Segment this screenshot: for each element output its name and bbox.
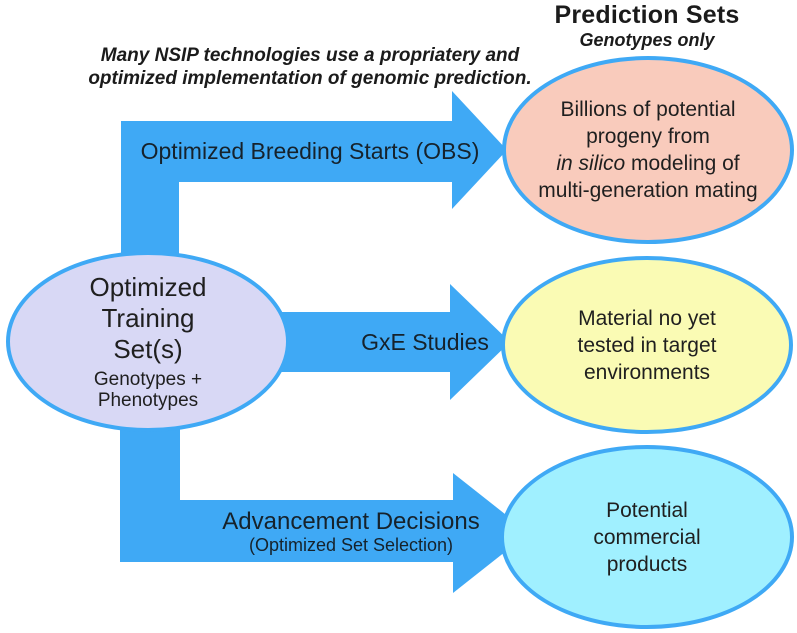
advancement-arrow-bar <box>120 500 453 562</box>
gxe-line: tested in target <box>577 333 717 357</box>
commercial-prediction-ellipse: Potential commercial products <box>500 445 794 629</box>
nsip-note-line-1: Many NSIP technologies use a propriatery… <box>100 45 520 66</box>
obs-arrowhead-icon <box>452 91 507 209</box>
gxe-arrow-bar <box>272 312 450 372</box>
training-set-line: Training <box>101 303 195 333</box>
insilico-prediction-ellipse: Billions of potential progeny from in si… <box>502 56 794 244</box>
training-set-line: Set(s) <box>113 334 183 364</box>
prediction-sets-title: Prediction Sets <box>554 1 740 29</box>
insilico-line: Billions of potential <box>560 98 736 121</box>
advancement-arrow-label: Advancement Decisions (Optimized Set Sel… <box>191 508 511 555</box>
obs-arrow-label: Optimized Breeding Starts (OBS) <box>140 138 480 164</box>
obs-arrow-stem <box>121 180 179 256</box>
advancement-arrow-label-main: Advancement Decisions <box>222 508 480 535</box>
insilico-line-rest: modeling of <box>625 152 740 175</box>
insilico-line: progeny from <box>586 125 710 148</box>
training-set-ellipse: Optimized Training Set(s) Genotypes + Ph… <box>6 251 290 432</box>
gxe-line: environments <box>583 360 711 384</box>
obs-arrow-bar <box>121 121 452 182</box>
commercial-line: products <box>606 552 688 576</box>
nsip-note: Many NSIP technologies use a propriatery… <box>35 44 585 90</box>
prediction-sets-header: Prediction Sets Genotypes only <box>512 1 782 51</box>
insilico-line: multi-generation mating <box>538 179 758 202</box>
insilico-line-italic: in silico <box>556 152 626 175</box>
gxe-line: Material no yet <box>578 306 716 330</box>
training-set-line: Optimized <box>89 272 207 302</box>
nsip-note-line-2: optimized implementation of genomic pred… <box>88 68 532 89</box>
gxe-arrow-label: GxE Studies <box>361 328 489 355</box>
training-set-subtitle: Phenotypes <box>97 390 199 411</box>
gxe-arrowhead-icon <box>450 284 510 400</box>
gxe-prediction-ellipse: Material no yet tested in target environ… <box>501 256 793 434</box>
training-set-subtitle: Genotypes + <box>93 369 203 390</box>
commercial-line: Potential <box>606 498 688 522</box>
advancement-arrow-label-sub: (Optimized Set Selection) <box>248 535 454 555</box>
commercial-line: commercial <box>593 525 701 549</box>
insilico-line: in silico modeling of <box>556 150 739 177</box>
prediction-sets-subtitle: Genotypes only <box>579 30 715 50</box>
